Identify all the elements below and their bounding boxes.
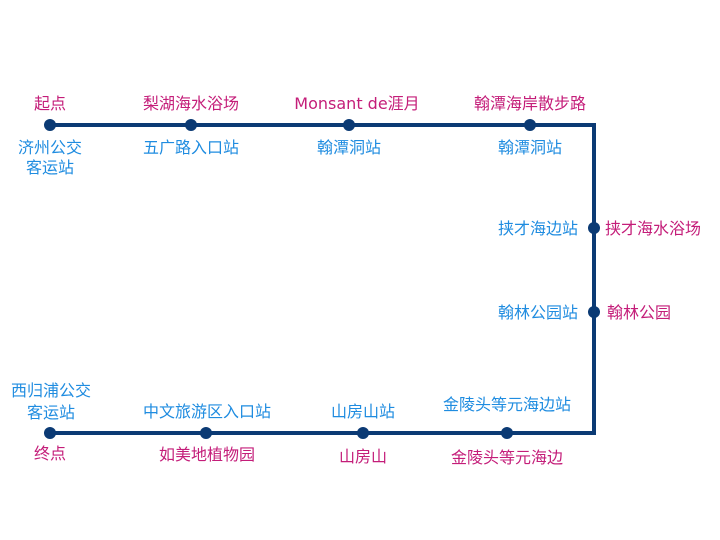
- stop-label-s1-line2: 客运站: [26, 158, 74, 177]
- stop-dot-s4: [524, 119, 536, 131]
- poi-label-s1: 起点: [34, 94, 66, 113]
- stop-label-s8: 山房山站: [331, 402, 395, 421]
- stop-dot-s2: [185, 119, 197, 131]
- stop-dot-s1: [44, 119, 56, 131]
- stop-dot-s8: [357, 427, 369, 439]
- poi-label-s3: Monsant de涯月: [294, 94, 419, 113]
- stop-label-s7: 金陵头等元海边站: [443, 395, 571, 414]
- stop-label-s3: 翰潭洞站: [317, 138, 381, 157]
- stop-dot-s7: [501, 427, 513, 439]
- stop-dot-s6: [588, 306, 600, 318]
- poi-label-s5: 挟才海水浴场: [605, 219, 701, 238]
- poi-label-s8: 山房山: [339, 447, 387, 466]
- poi-label-s9: 如美地植物园: [159, 445, 255, 464]
- stop-label-s1-line1: 济州公交: [18, 138, 82, 157]
- stop-label-s4: 翰潭洞站: [498, 138, 562, 157]
- poi-label-s2: 梨湖海水浴场: [143, 94, 239, 113]
- stop-label-s2: 五广路入口站: [143, 138, 239, 157]
- poi-label-s6: 翰林公园: [607, 303, 671, 322]
- stop-label-s10-line1: 西归浦公交: [11, 381, 91, 400]
- stop-dot-s10: [44, 427, 56, 439]
- poi-label-s4: 翰潭海岸散步路: [474, 94, 586, 113]
- poi-label-s7: 金陵头等元海边: [451, 448, 563, 467]
- stop-dot-s5: [588, 222, 600, 234]
- route-line: [50, 123, 596, 435]
- stop-dot-s9: [200, 427, 212, 439]
- stop-dot-s3: [343, 119, 355, 131]
- poi-label-s10: 终点: [34, 444, 66, 463]
- stop-label-s9: 中文旅游区入口站: [143, 402, 271, 421]
- stop-label-s5: 挟才海边站: [498, 219, 578, 238]
- stop-label-s6: 翰林公园站: [498, 303, 578, 322]
- stop-label-s10-line2: 客运站: [27, 403, 75, 422]
